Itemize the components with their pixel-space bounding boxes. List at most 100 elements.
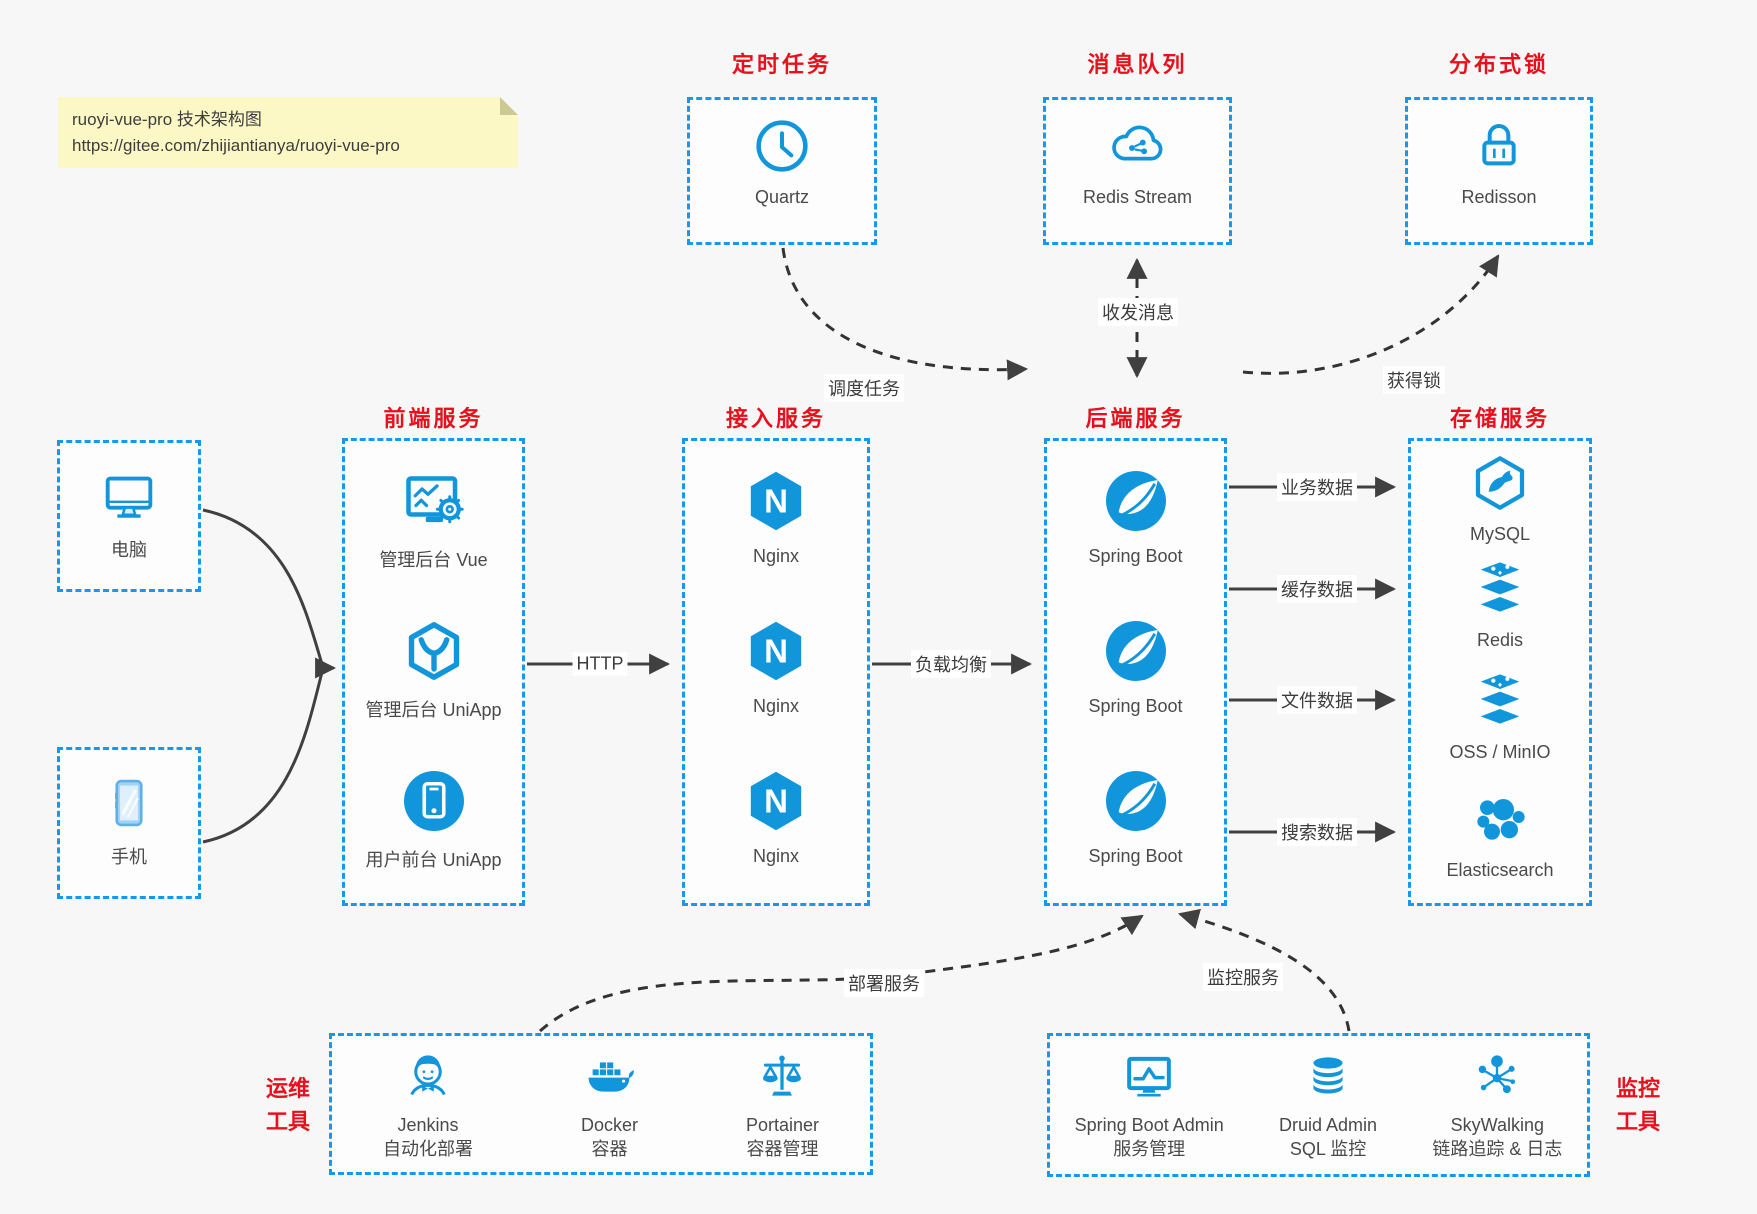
title-access-services: 接入服务: [725, 406, 826, 431]
item-spring-boot-2: Spring Boot: [1047, 615, 1224, 717]
quartz-label: Quartz: [754, 187, 810, 207]
spring-boot-admin-label: Spring Boot Admin: [1074, 1115, 1224, 1135]
nginx-label: Nginx: [752, 546, 800, 566]
spring-boot-admin-sublabel: 服务管理: [1113, 1139, 1186, 1160]
druid-admin-label: Druid Admin: [1279, 1115, 1378, 1135]
edge-label-lock: 获得锁: [1383, 366, 1445, 394]
box-ops-tools: [329, 1033, 873, 1175]
note-title: ruoyi-vue-pro 技术架构图: [72, 110, 262, 129]
admin-vue-label: 管理后台 Vue: [379, 550, 488, 570]
edge-label-load-balance: 负载均衡: [911, 650, 991, 678]
nginx-icon: N: [750, 621, 802, 681]
box-desktop-client: 电脑: [57, 440, 201, 592]
redis-label: Redis: [1476, 630, 1524, 650]
box-redis-stream: Redis Stream: [1043, 97, 1232, 245]
admin-vue-icon: [405, 476, 464, 524]
item-user-uniapp: 用户前台 UniApp: [345, 765, 522, 872]
edge-mobile-to-frontend: [202, 671, 324, 844]
skywalking-label: SkyWalking: [1450, 1115, 1545, 1135]
box-redisson: Redisson: [1405, 97, 1593, 245]
title-frontend-services: 前端服务: [383, 406, 484, 431]
skywalking-sublabel: 链路追踪 & 日志: [1432, 1139, 1563, 1160]
docker-sublabel: 容器: [591, 1139, 628, 1160]
edge-label-messages: 收发消息: [1098, 298, 1178, 326]
jenkins-label: Jenkins: [397, 1115, 459, 1135]
spring-boot-icon: [1105, 621, 1166, 681]
item-spring-boot-admin: Spring Boot Admin 服务管理: [1075, 1049, 1224, 1161]
oss-icon: [1480, 674, 1520, 724]
skywalking-icon: [1479, 1055, 1516, 1094]
redisson-label: Redisson: [1461, 187, 1537, 207]
nginx-icon: N: [750, 471, 802, 531]
title-monitor-tools: 监控 工具: [1615, 1076, 1660, 1134]
svg-text:N: N: [764, 632, 788, 669]
box-mobile-client: 手机: [57, 747, 201, 899]
title-message-queue: 消息队列: [1087, 52, 1188, 77]
item-elasticsearch: Elasticsearch: [1411, 787, 1589, 881]
box-access-services: N Nginx N Nginx N Nginx: [682, 438, 870, 906]
spring-boot-icon: [1105, 471, 1166, 531]
nginx-label: Nginx: [752, 846, 800, 866]
user-uniapp-label: 用户前台 UniApp: [365, 850, 502, 870]
item-mysql: MySQL: [1411, 451, 1589, 545]
edge-label-http: HTTP: [572, 652, 628, 676]
item-portainer: Portainer 容器管理: [746, 1049, 819, 1161]
mysql-label: MySQL: [1469, 524, 1530, 544]
oss-minio-label: OSS / MinIO: [1449, 742, 1551, 762]
spring-boot-label: Spring Boot: [1088, 696, 1183, 716]
desktop-icon: [105, 476, 153, 518]
svg-text:N: N: [764, 482, 788, 519]
spring-boot-label: Spring Boot: [1088, 546, 1183, 566]
item-oss-minio: OSS / MinIO: [1411, 669, 1589, 763]
edge-label-business-data: 业务数据: [1277, 473, 1357, 501]
portainer-label: Portainer: [745, 1115, 819, 1135]
item-jenkins: Jenkins 自动化部署: [383, 1049, 473, 1161]
box-storage-services: MySQL Redis OSS / MinIO: [1408, 438, 1592, 906]
item-nginx-2: N Nginx: [685, 615, 867, 717]
edge-label-file-data: 文件数据: [1277, 686, 1357, 714]
edge-label-cache-data: 缓存数据: [1277, 575, 1357, 603]
item-spring-boot-3: Spring Boot: [1047, 765, 1224, 867]
item-docker: Docker 容器: [581, 1049, 638, 1161]
phone-icon: [115, 779, 143, 827]
user-app-icon: [403, 771, 464, 831]
clock-icon: [756, 120, 808, 172]
spring-boot-icon: [1105, 771, 1166, 831]
svg-text:N: N: [764, 782, 788, 819]
box-frontend-services: 管理后台 Vue 管理后台 UniApp 用户前台 UniApp: [342, 438, 525, 906]
edge-label-monitor: 监控服务: [1203, 963, 1283, 991]
title-backend-services: 后端服务: [1085, 406, 1186, 431]
edge-deploy: [539, 914, 1144, 1033]
portainer-icon: [763, 1055, 802, 1096]
cloud-stream-icon: [1111, 125, 1162, 161]
druid-icon: [1313, 1057, 1343, 1094]
desktop-label: 电脑: [111, 540, 147, 560]
edge-label-schedule: 调度任务: [824, 374, 904, 402]
note-url: https://gitee.com/zhijiantianya/ruoyi-vu…: [72, 135, 400, 155]
item-spring-boot-1: Spring Boot: [1047, 465, 1224, 567]
elasticsearch-label: Elasticsearch: [1446, 860, 1554, 880]
title-storage-services: 存储服务: [1449, 406, 1550, 431]
box-backend-services: Spring Boot Spring Boot Spring Boot: [1044, 438, 1227, 906]
jenkins-icon: [410, 1055, 446, 1096]
edge-label-search-data: 搜索数据: [1277, 818, 1357, 846]
spring-boot-admin-icon: [1127, 1056, 1172, 1097]
docker-icon: [589, 1062, 635, 1092]
edge-label-deploy: 部署服务: [844, 969, 924, 997]
jenkins-sublabel: 自动化部署: [382, 1139, 473, 1160]
item-nginx-3: N Nginx: [685, 765, 867, 867]
lock-icon: [1482, 124, 1516, 166]
edge-lock: [1242, 254, 1500, 375]
item-redis: Redis: [1411, 557, 1589, 651]
edge-schedule: [781, 247, 1029, 381]
box-quartz: Quartz: [687, 97, 877, 245]
title-scheduled-tasks: 定时任务: [731, 52, 832, 77]
sticky-note: ruoyi-vue-pro 技术架构图 https://gitee.com/zh…: [58, 97, 518, 168]
nginx-icon: N: [750, 771, 802, 831]
redis-stream-label: Redis Stream: [1082, 187, 1193, 207]
note-fold-corner: [500, 97, 518, 115]
item-admin-vue: 管理后台 Vue: [345, 465, 522, 572]
item-admin-uniapp: 管理后台 UniApp: [345, 615, 522, 722]
elasticsearch-icon: [1477, 799, 1525, 840]
